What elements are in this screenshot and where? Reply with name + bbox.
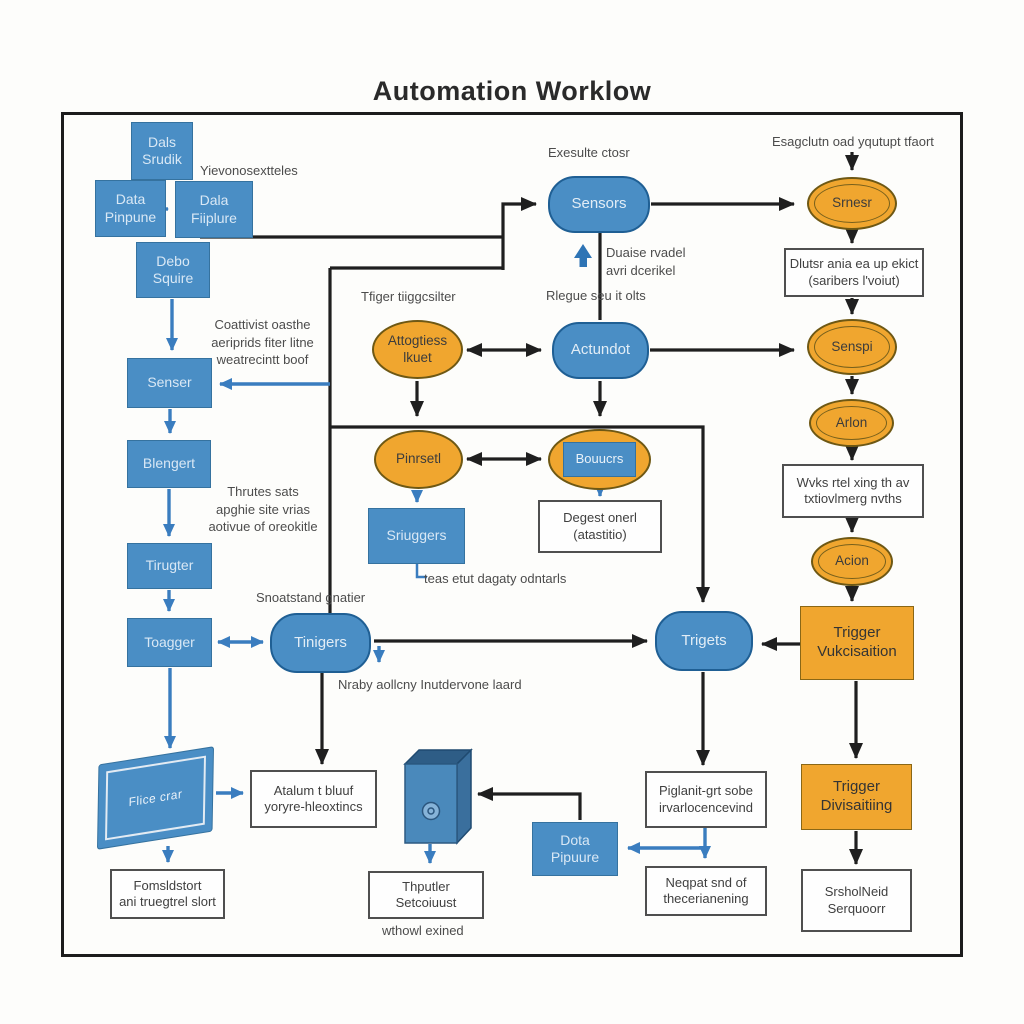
note-execute-right: Esagclutn oad yqutupt tfaort [772, 134, 934, 149]
node-sensors: Sensors [548, 176, 650, 233]
device-3d-box [403, 748, 473, 845]
node-tinigers: Tinigers [270, 613, 371, 673]
note-tinigers: Snoatstand gnatier [256, 590, 366, 605]
node-acion: Acion [811, 537, 893, 586]
note-pipeline: Yievonosextteles [200, 163, 298, 178]
box-dlutsr: Dlutsr ania ea up ekict(saribers l'voiut… [784, 248, 924, 297]
power-button-icon [421, 801, 441, 821]
node-tirugter: Tirugter [127, 543, 212, 589]
diagram-border [61, 112, 963, 957]
black-connectors [200, 152, 863, 865]
page-title: Automation Worklow [372, 76, 652, 106]
node-toagger: Toagger [127, 618, 212, 667]
node-blengert: Blengert [127, 440, 211, 488]
blue-connectors [156, 203, 711, 864]
node-pinrsetl: Pinrsetl [374, 430, 463, 489]
note-nraby: Nraby aollcny Inutdervone laard [338, 677, 522, 692]
box-degest: Degest onerl(atastitio) [538, 500, 662, 553]
node-actundot: Actundot [552, 322, 649, 379]
node-bouucrs: Bouucrs [548, 429, 651, 490]
note-sriuggers: teas etut dagaty odntarls [424, 571, 567, 586]
note-rlegue: Rlegue seu it olts [546, 288, 646, 303]
screen-label: Flice crar [105, 755, 206, 841]
node-senser: Senser [127, 358, 212, 408]
node-arlon: Arlon [809, 399, 894, 447]
note-thputler: wthowl exined [382, 923, 464, 938]
node-sriuggers: Sriuggers [368, 508, 465, 564]
node-senspi: Senspi [807, 319, 897, 375]
bouucrs-inner-rect: Bouucrs [562, 442, 637, 477]
note-execute-center: Exesulte ctosr [548, 145, 630, 160]
arrow-up-icon [574, 244, 592, 267]
node-trigets: Trigets [655, 611, 753, 671]
node-srnesr: Srnesr [807, 177, 897, 230]
note-trigger-filter: Tfiger tiiggcsilter [361, 289, 456, 304]
